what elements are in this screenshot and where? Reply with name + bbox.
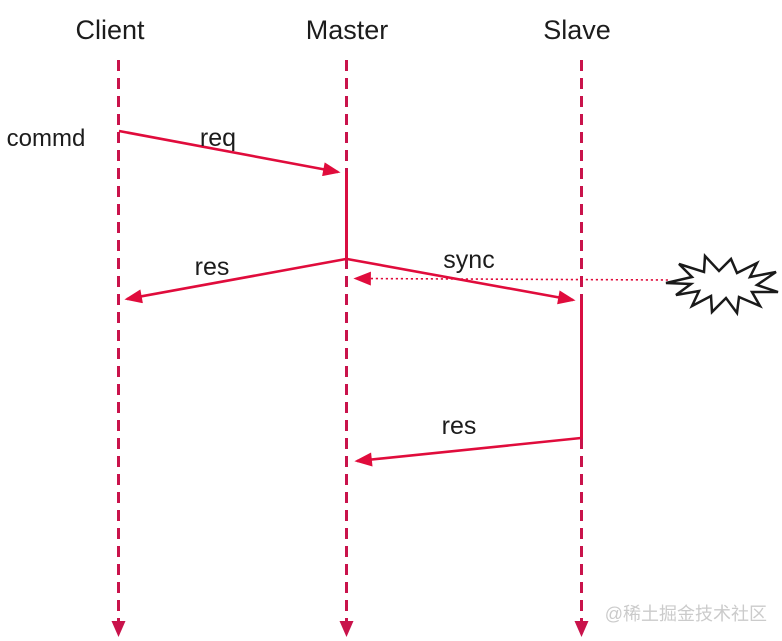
actor-label-master: Master xyxy=(306,15,389,45)
message-label-res-to-client: res xyxy=(195,253,230,281)
message-label-res-to-master: res xyxy=(442,412,477,440)
message-arrow-res-to-master xyxy=(354,436,582,467)
slave-lifeline-arrow-icon xyxy=(574,621,589,637)
message-arrow-sync xyxy=(346,257,576,305)
message-arrow-req xyxy=(118,129,341,177)
crash-dotted-arrow xyxy=(353,271,669,286)
message-arrow-res-to-client xyxy=(124,257,347,304)
commd-annotation: commd xyxy=(7,125,86,152)
master-lifeline-arrow-icon xyxy=(339,621,354,637)
actor-label-slave: Slave xyxy=(543,15,611,45)
message-label-sync: sync xyxy=(443,246,494,274)
actor-label-client: Client xyxy=(75,15,145,45)
crash-starburst-icon xyxy=(665,253,779,317)
client-lifeline-arrow-icon xyxy=(111,621,126,637)
watermark-text: @稀土掘金技术社区 xyxy=(605,604,767,624)
message-label-req: req xyxy=(200,124,236,152)
